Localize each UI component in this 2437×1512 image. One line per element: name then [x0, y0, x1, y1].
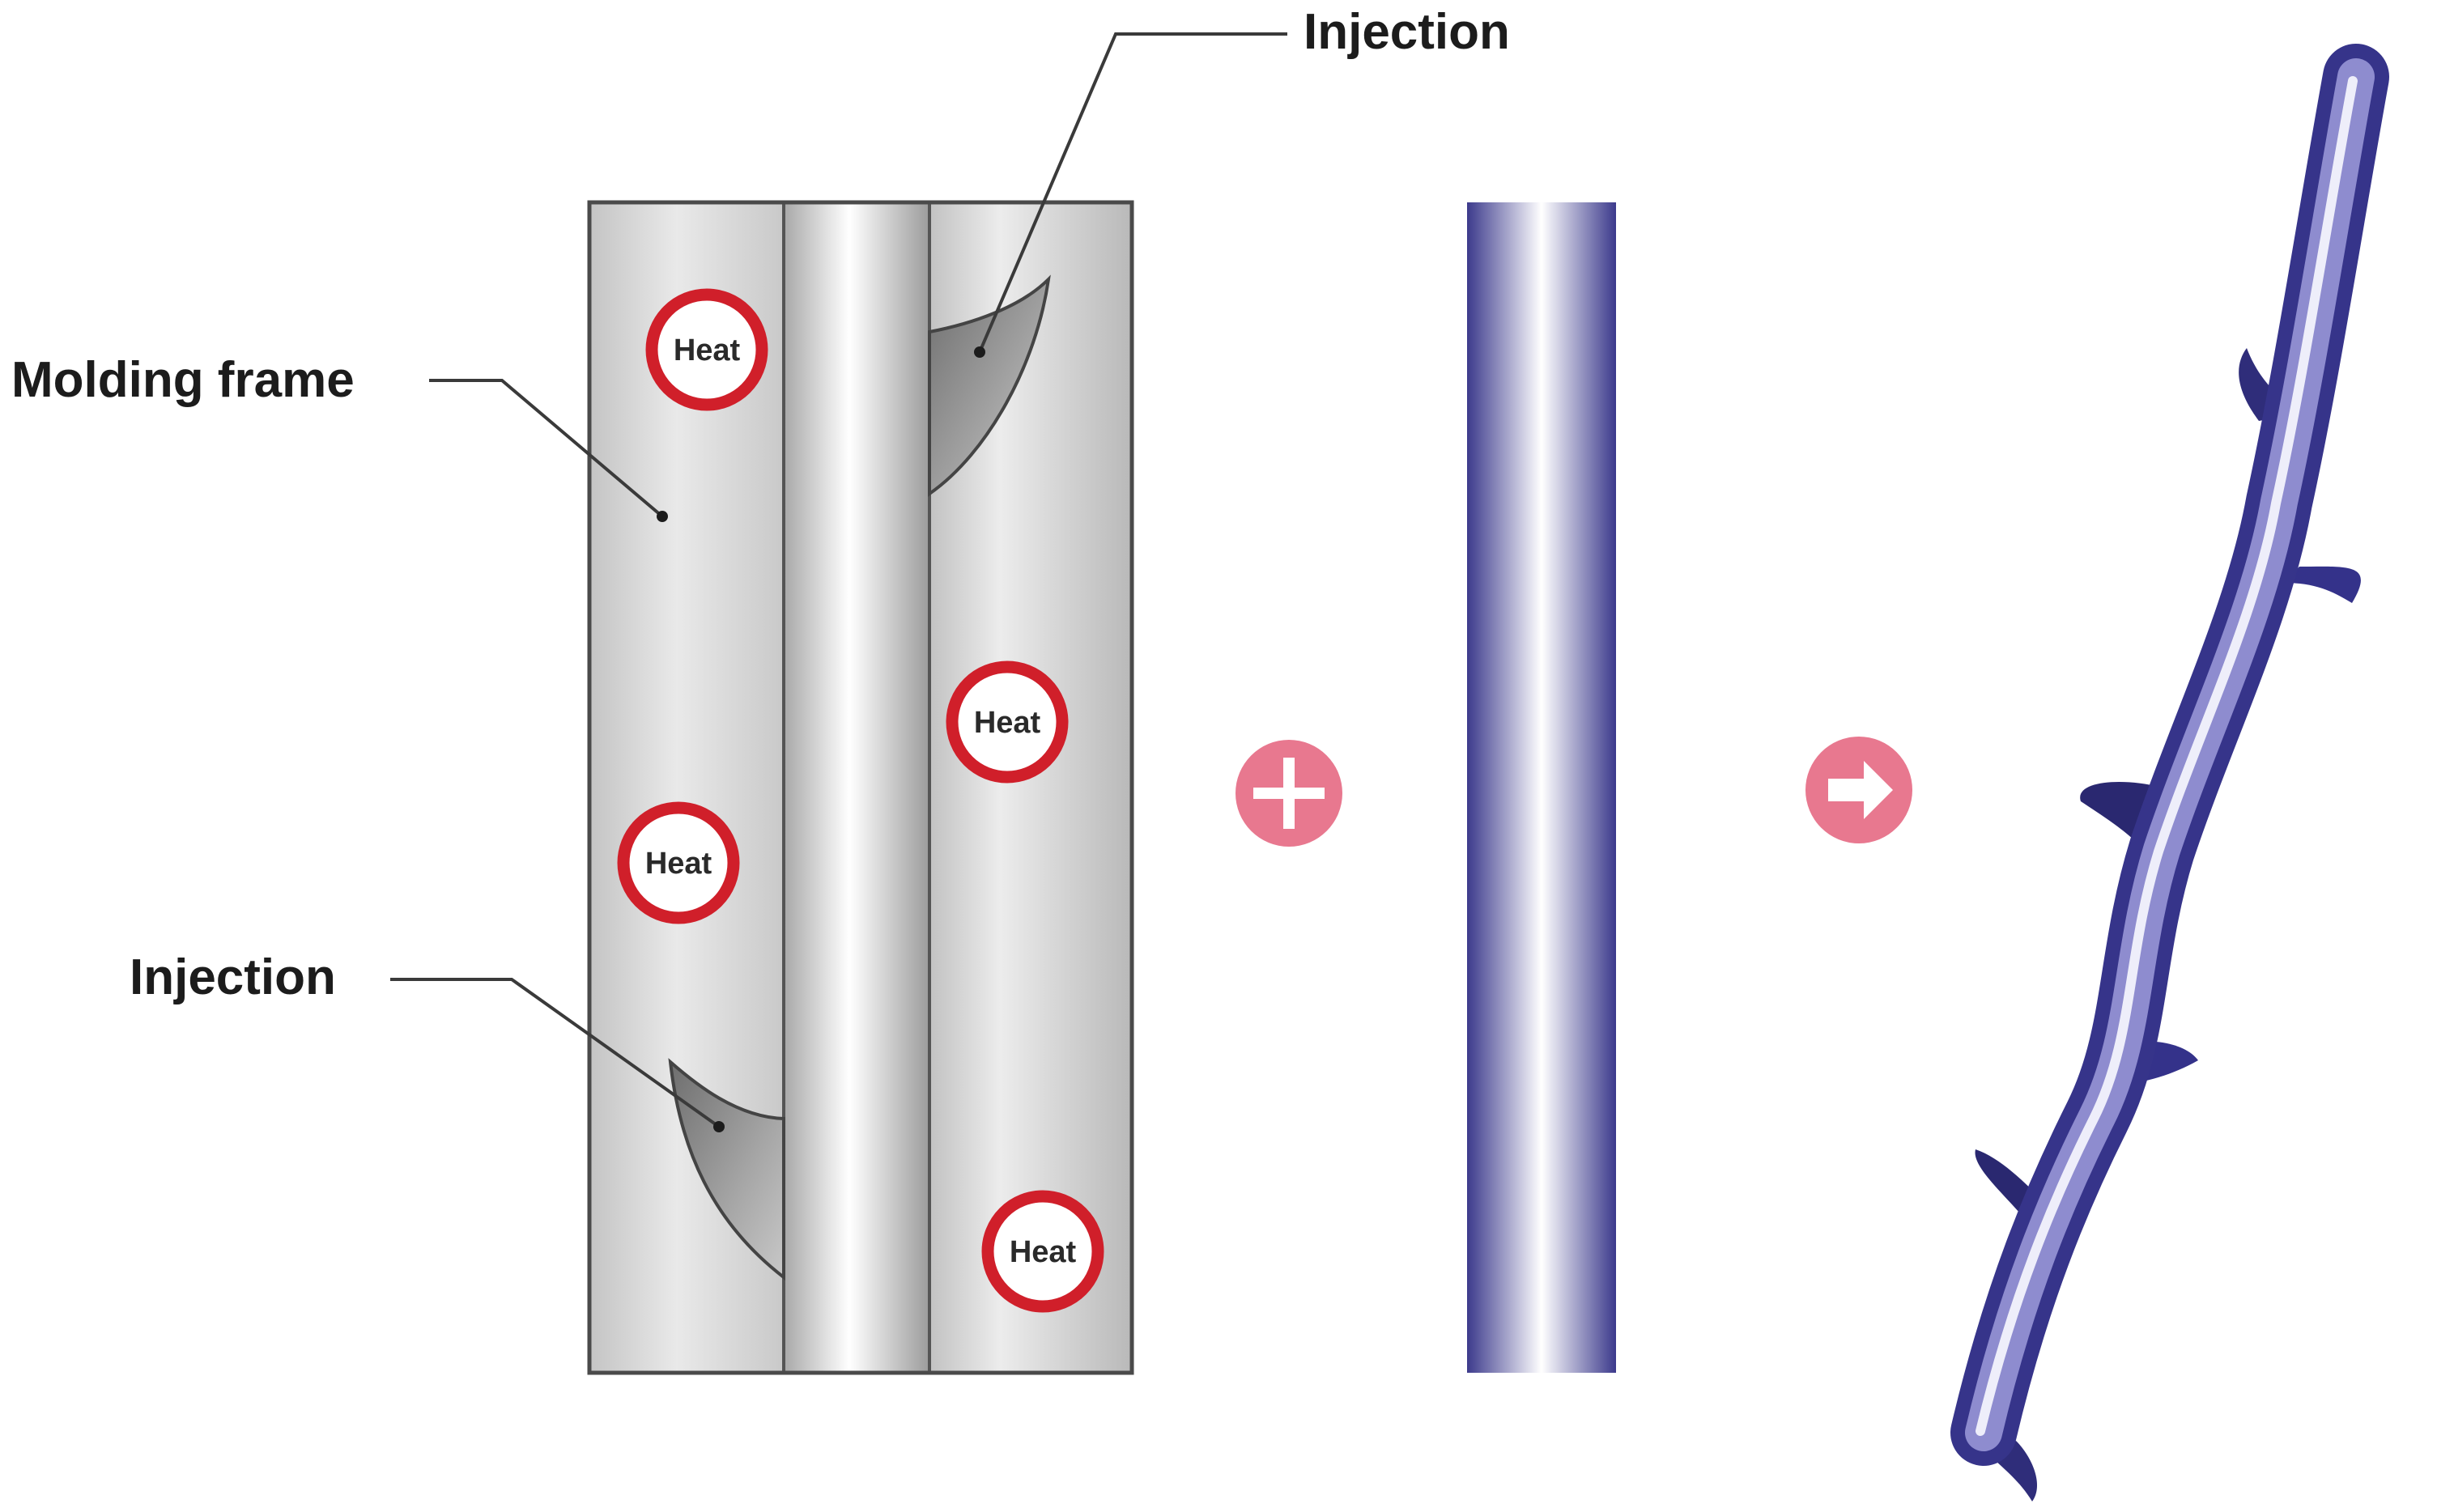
injection-cavity-upper — [928, 274, 1051, 497]
molding-frame-outline — [587, 200, 1134, 1375]
label-injection-bottom: Injection — [130, 949, 336, 1005]
heat-marker: Heat — [981, 1190, 1104, 1313]
barbed-suture — [1950, 44, 2389, 1501]
plus-icon — [1236, 740, 1342, 847]
leader-lines — [390, 32, 1287, 1128]
heat-label: Heat — [1010, 1235, 1077, 1269]
label-molding-frame: Molding frame — [11, 352, 355, 408]
injection-cavity-lower — [668, 1058, 785, 1281]
heat-marker: Heat — [946, 660, 1069, 784]
barb — [2239, 348, 2307, 421]
heat-label: Heat — [974, 706, 1041, 740]
leader-dots — [657, 346, 985, 1132]
heat-label: Heat — [645, 847, 712, 881]
label-injection-top: Injection — [1304, 4, 1510, 60]
barb — [2283, 566, 2361, 603]
barbed-strand-shine — [1976, 76, 2358, 1436]
mold-channel — [782, 201, 931, 1374]
heat-label: Heat — [674, 333, 741, 367]
straight-fiber — [1467, 202, 1616, 1373]
heat-marker: Heat — [645, 288, 768, 411]
heat-marker: Heat — [617, 801, 740, 924]
arrow-right-icon — [1805, 737, 1912, 843]
